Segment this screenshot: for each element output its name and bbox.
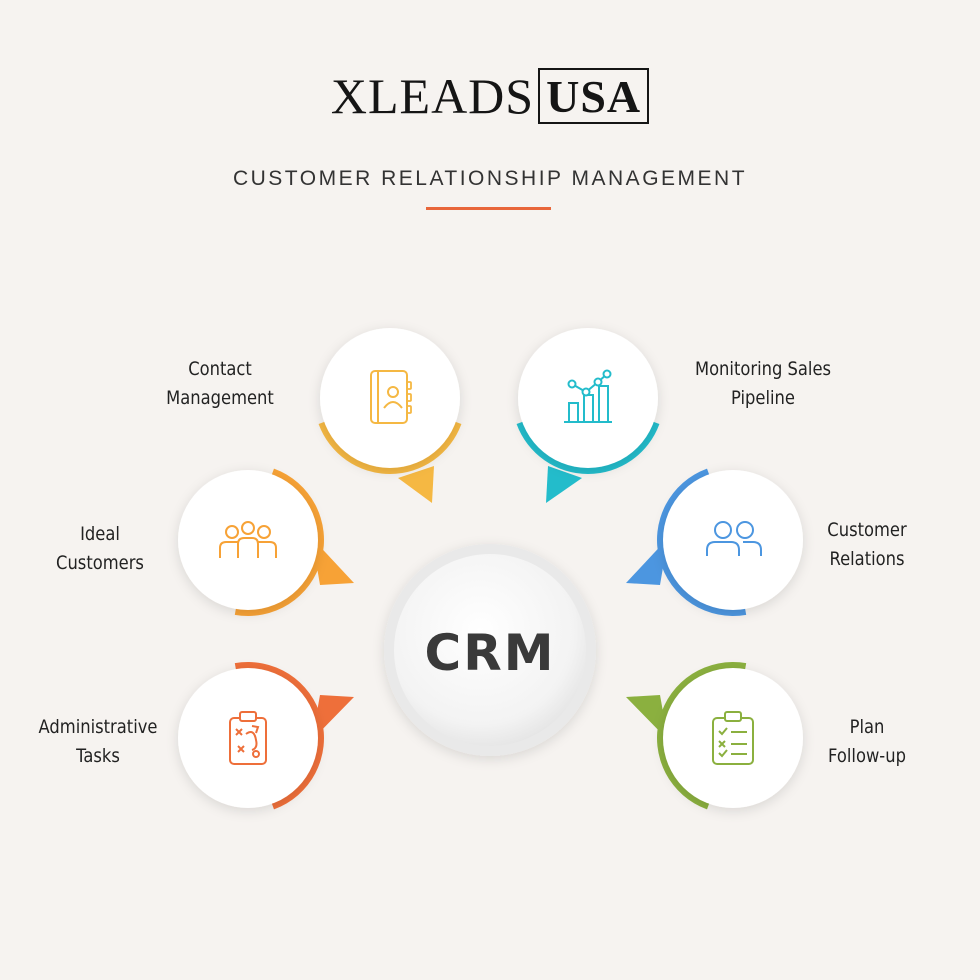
node-pointer: [398, 466, 434, 503]
brand-logo: XLEADS USA: [0, 68, 980, 124]
node-circle: [178, 470, 318, 610]
crm-circle-inner: [394, 554, 586, 746]
node-circle: [178, 668, 318, 808]
label-line: Customer: [827, 519, 907, 541]
label-line: Tasks: [76, 745, 120, 767]
node-circle: [518, 328, 658, 468]
node-ideal-customers: [178, 468, 354, 616]
node-circle: [663, 668, 803, 808]
crm-label: CRM: [425, 624, 556, 682]
label-line: Pipeline: [731, 387, 795, 409]
label-line: Management: [166, 387, 274, 409]
page-subtitle: CUSTOMER RELATIONSHIP MANAGEMENT: [232, 167, 748, 190]
label-plan-follow-up: Plan Follow-up: [781, 713, 953, 771]
node-circle: [663, 470, 803, 610]
node-pointer: [626, 695, 668, 740]
group-icon: [219, 521, 277, 558]
node-ring-arc: [318, 419, 462, 474]
label-contact-management: Contact Management: [134, 355, 306, 413]
node-monitoring-sales-pipeline: [516, 328, 660, 503]
logo-text: XLEADS: [330, 68, 535, 124]
label-line: Monitoring Sales: [694, 358, 832, 380]
node-pointer: [626, 538, 668, 585]
label-line: Ideal: [80, 523, 120, 545]
label-customer-relations: Customer Relations: [781, 516, 953, 574]
contact-book-icon: [370, 370, 412, 424]
label-line: Administrative: [38, 716, 158, 738]
node-administrative-tasks: [178, 662, 354, 810]
bar-chart-icon: [564, 369, 612, 423]
node-plan-follow-up: [626, 662, 803, 810]
label-ideal-customers: Ideal Customers: [14, 520, 186, 578]
strategy-clipboard-icon: [229, 711, 267, 765]
label-line: Contact: [188, 358, 252, 380]
node-contact-management: [318, 328, 462, 503]
label-line: Relations: [829, 548, 905, 570]
logo-boxed-text: USA: [538, 68, 650, 124]
label-line: Customers: [56, 552, 144, 574]
node-pointer: [546, 466, 582, 503]
checklist-clipboard-icon: [712, 711, 754, 765]
label-administrative-tasks: Administrative Tasks: [12, 713, 184, 771]
label-line: Plan: [849, 716, 885, 738]
crm-center: CRM: [384, 544, 596, 756]
title-underline: [426, 207, 551, 210]
users-icon: [706, 521, 762, 556]
node-customer-relations: [626, 468, 803, 616]
node-circle: [320, 328, 460, 468]
label-line: Follow-up: [828, 745, 906, 767]
label-monitoring-sales-pipeline: Monitoring Sales Pipeline: [677, 355, 849, 413]
node-ring-arc: [516, 419, 660, 474]
